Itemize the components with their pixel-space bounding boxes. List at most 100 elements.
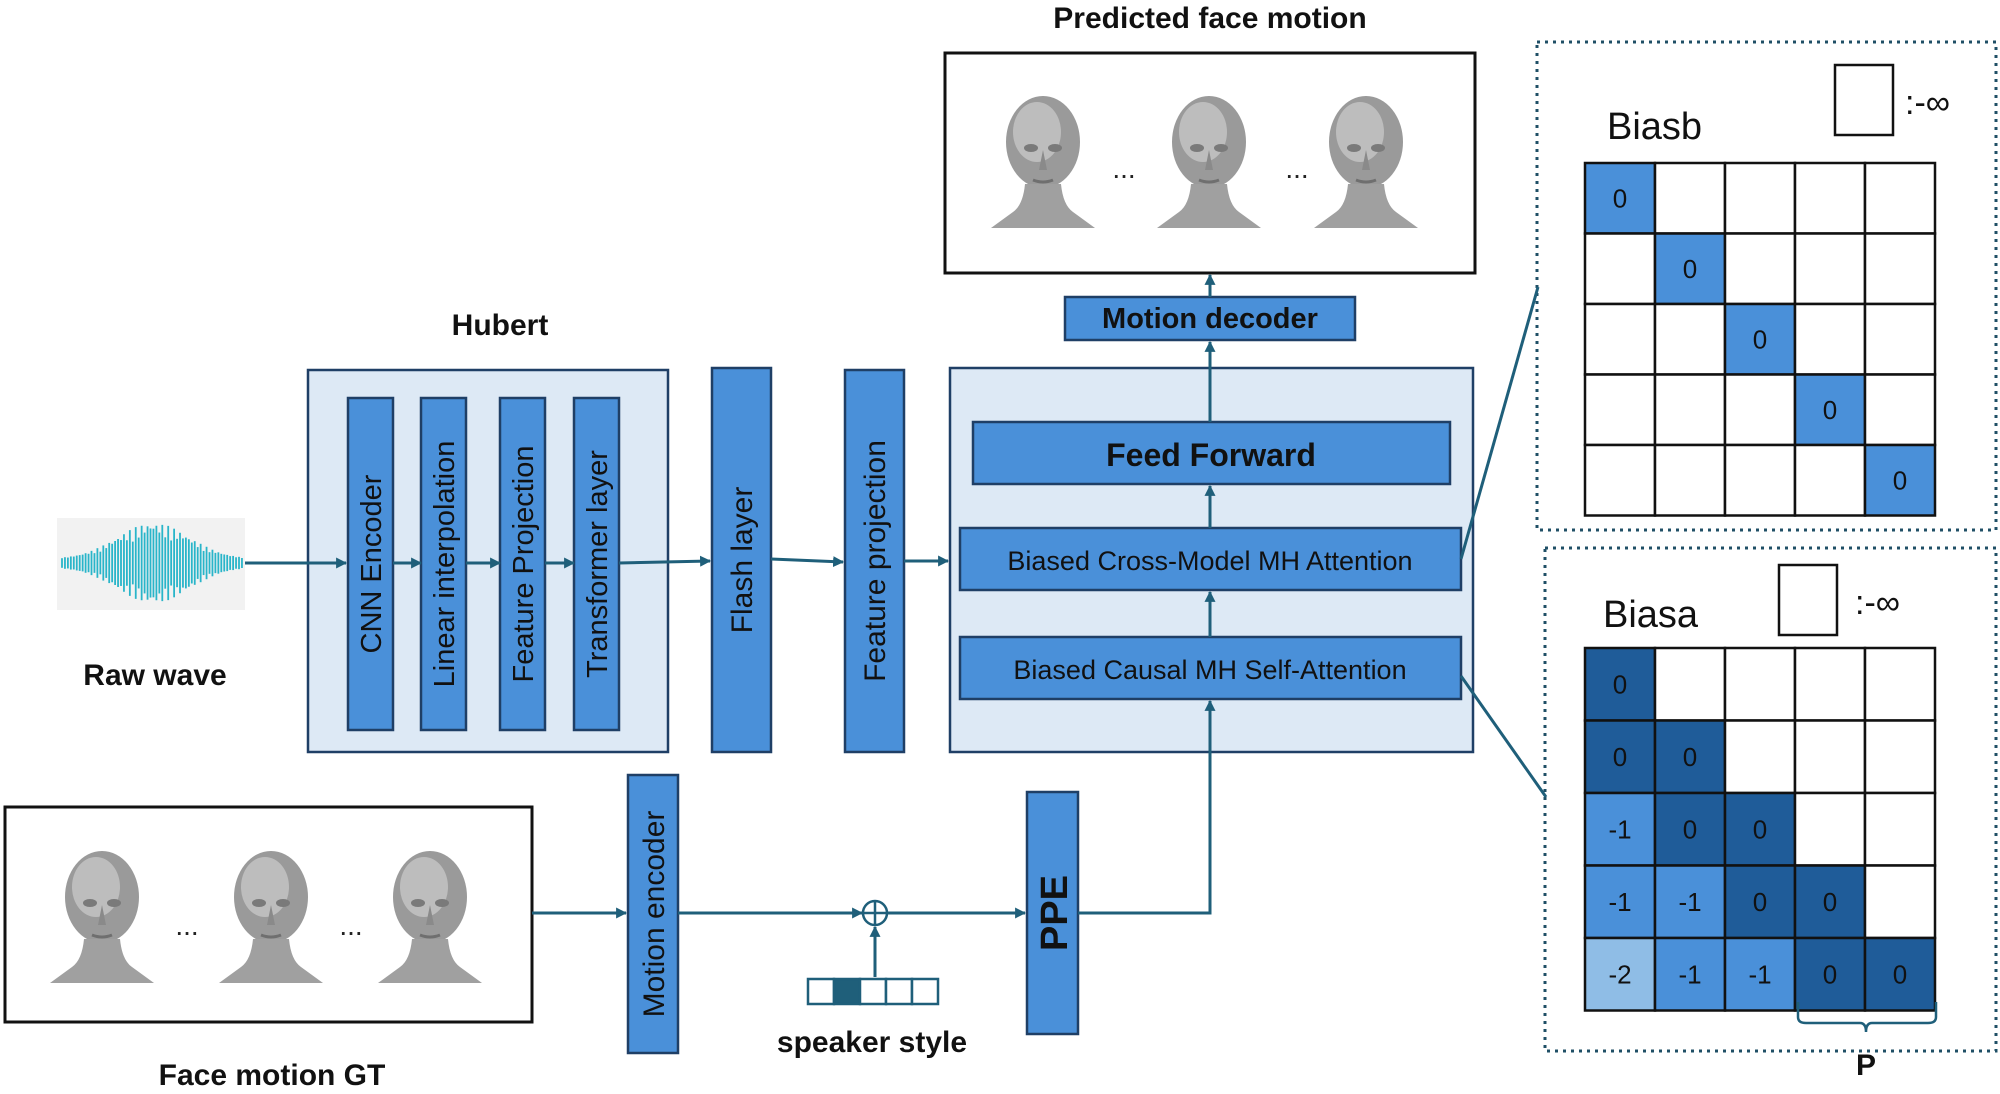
bias-cell-value: 0: [1893, 465, 1907, 495]
gt-ellipsis-1: ...: [175, 910, 198, 941]
motion-encoder-block: [626, 773, 680, 1055]
bias-cell: [1793, 373, 1867, 447]
p-bracket: [1796, 1002, 1938, 1033]
bias-cell: [1863, 232, 1937, 306]
self-attention-block: [958, 635, 1463, 701]
bias-cell-value: 0: [1823, 959, 1837, 989]
biasa-title: Biasa: [1603, 594, 1699, 636]
ppe-label: PPE: [1034, 875, 1076, 951]
hubert-transformer-layer: Transformer layer: [572, 396, 621, 732]
bias-cell-value: -2: [1608, 959, 1631, 989]
flash-layer-block: [710, 366, 773, 754]
bias-cell-value: -1: [1608, 814, 1631, 844]
face-motion-gt-label: Face motion GT: [159, 1059, 386, 1092]
flash-layer-label: Flash layer: [726, 487, 759, 634]
bias-cell-value: 0: [1613, 742, 1627, 772]
bias-cell: [1723, 864, 1797, 940]
bias-cell: [1583, 791, 1657, 867]
bias-cell-value: 0: [1823, 395, 1837, 425]
bias-cell-value: -1: [1608, 887, 1631, 917]
bias-cell: [1863, 719, 1937, 795]
bias-cell: [1583, 232, 1657, 306]
hubert-cnn-encoder: CNN Encoder: [346, 396, 395, 732]
biasb-panel: [1535, 40, 1998, 532]
biasb-title: Biasb: [1607, 106, 1702, 148]
bias-cell: [1723, 373, 1797, 447]
predicted-face-motion-title: Predicted face motion: [1053, 2, 1366, 35]
bias-cell: [1653, 373, 1727, 447]
gt-ellipsis-2: ...: [339, 910, 362, 941]
bias-cell: [1793, 161, 1867, 235]
bias-cell: [1793, 791, 1867, 867]
bias-cell: [1583, 443, 1657, 517]
bias-cell-value: -1: [1678, 887, 1701, 917]
bias-cell: [1653, 302, 1727, 376]
bias-cell-value: 0: [1613, 669, 1627, 699]
self-attention-label: Biased Causal MH Self-Attention: [1013, 655, 1406, 685]
style-vector-cell: [910, 977, 940, 1006]
bias-cell: [1653, 791, 1727, 867]
feed-forward-label: Feed Forward: [1106, 437, 1316, 473]
bias-cell-value: 0: [1753, 887, 1767, 917]
arrow-transformer-to-flash: [618, 555, 712, 567]
connector-self-to-biasa: [1459, 675, 1548, 798]
bias-cell: [1723, 443, 1797, 517]
bias-cell: [1793, 936, 1867, 1012]
ppe-block: [1025, 790, 1080, 1036]
style-vector-cell: [858, 977, 888, 1006]
bias-cell: [1723, 232, 1797, 306]
bias-cell: [1653, 864, 1727, 940]
linear-interpolation-label: Linear interpolation: [429, 441, 461, 688]
hubert-feature-projection: Feature Projection: [498, 396, 547, 732]
bias-cell: [1723, 161, 1797, 235]
bias-cell-value: 0: [1683, 814, 1697, 844]
bias-cell: [1723, 936, 1797, 1012]
motion-decoder-block: [1063, 295, 1357, 342]
bias-cell: [1793, 719, 1867, 795]
bias-cell-value: 0: [1753, 814, 1767, 844]
waveform-icon: [61, 524, 243, 602]
style-vector-cell: [884, 977, 914, 1006]
ellipsis-2: ...: [1285, 153, 1308, 184]
bias-cell: [1863, 302, 1937, 376]
bias-cell: [1653, 719, 1727, 795]
feature-projection-label: Feature projection: [859, 440, 892, 682]
speaker-style-vector: [806, 977, 940, 1006]
biasa-legend-box: [1777, 563, 1839, 637]
bias-cell: [1723, 646, 1797, 722]
bias-cell: [1863, 936, 1937, 1012]
feed-forward-block: [971, 420, 1452, 486]
style-vector-cell: [806, 977, 836, 1006]
biasa-legend-label: :-∞: [1855, 584, 1900, 622]
motion-decoder-label: Motion decoder: [1102, 303, 1318, 335]
bias-cell: [1863, 791, 1937, 867]
bias-cell: [1723, 302, 1797, 376]
bias-cell: [1793, 232, 1867, 306]
ellipsis-1: ...: [1112, 153, 1135, 184]
bias-cell-value: 0: [1613, 183, 1627, 213]
bias-cell: [1863, 443, 1937, 517]
bias-cell-value: 0: [1753, 324, 1767, 354]
bias-cell: [1863, 373, 1937, 447]
bias-cell: [1723, 719, 1797, 795]
hubert-linear-interpolation: Linear interpolation: [419, 396, 468, 732]
bias-cell-value: 0: [1823, 887, 1837, 917]
biasb-legend-label: :-∞: [1905, 84, 1950, 122]
bias-cell: [1583, 646, 1657, 722]
cross-attention-label: Biased Cross-Model MH Attention: [1007, 546, 1412, 576]
bias-cell: [1653, 936, 1727, 1012]
bias-cell-value: -1: [1748, 959, 1771, 989]
hubert-feature-projection-label: Feature Projection: [508, 446, 540, 683]
p-bracket-label: P: [1856, 1049, 1876, 1082]
bias-cell: [1793, 443, 1867, 517]
cross-attention-block: [958, 526, 1463, 592]
transformer-layer-label: Transformer layer: [582, 450, 614, 678]
bias-cell-value: -1: [1678, 959, 1701, 989]
speaker-style-label: speaker style: [777, 1026, 967, 1059]
bias-cell: [1793, 646, 1867, 722]
bias-cell: [1863, 646, 1937, 722]
bias-cell: [1583, 373, 1657, 447]
